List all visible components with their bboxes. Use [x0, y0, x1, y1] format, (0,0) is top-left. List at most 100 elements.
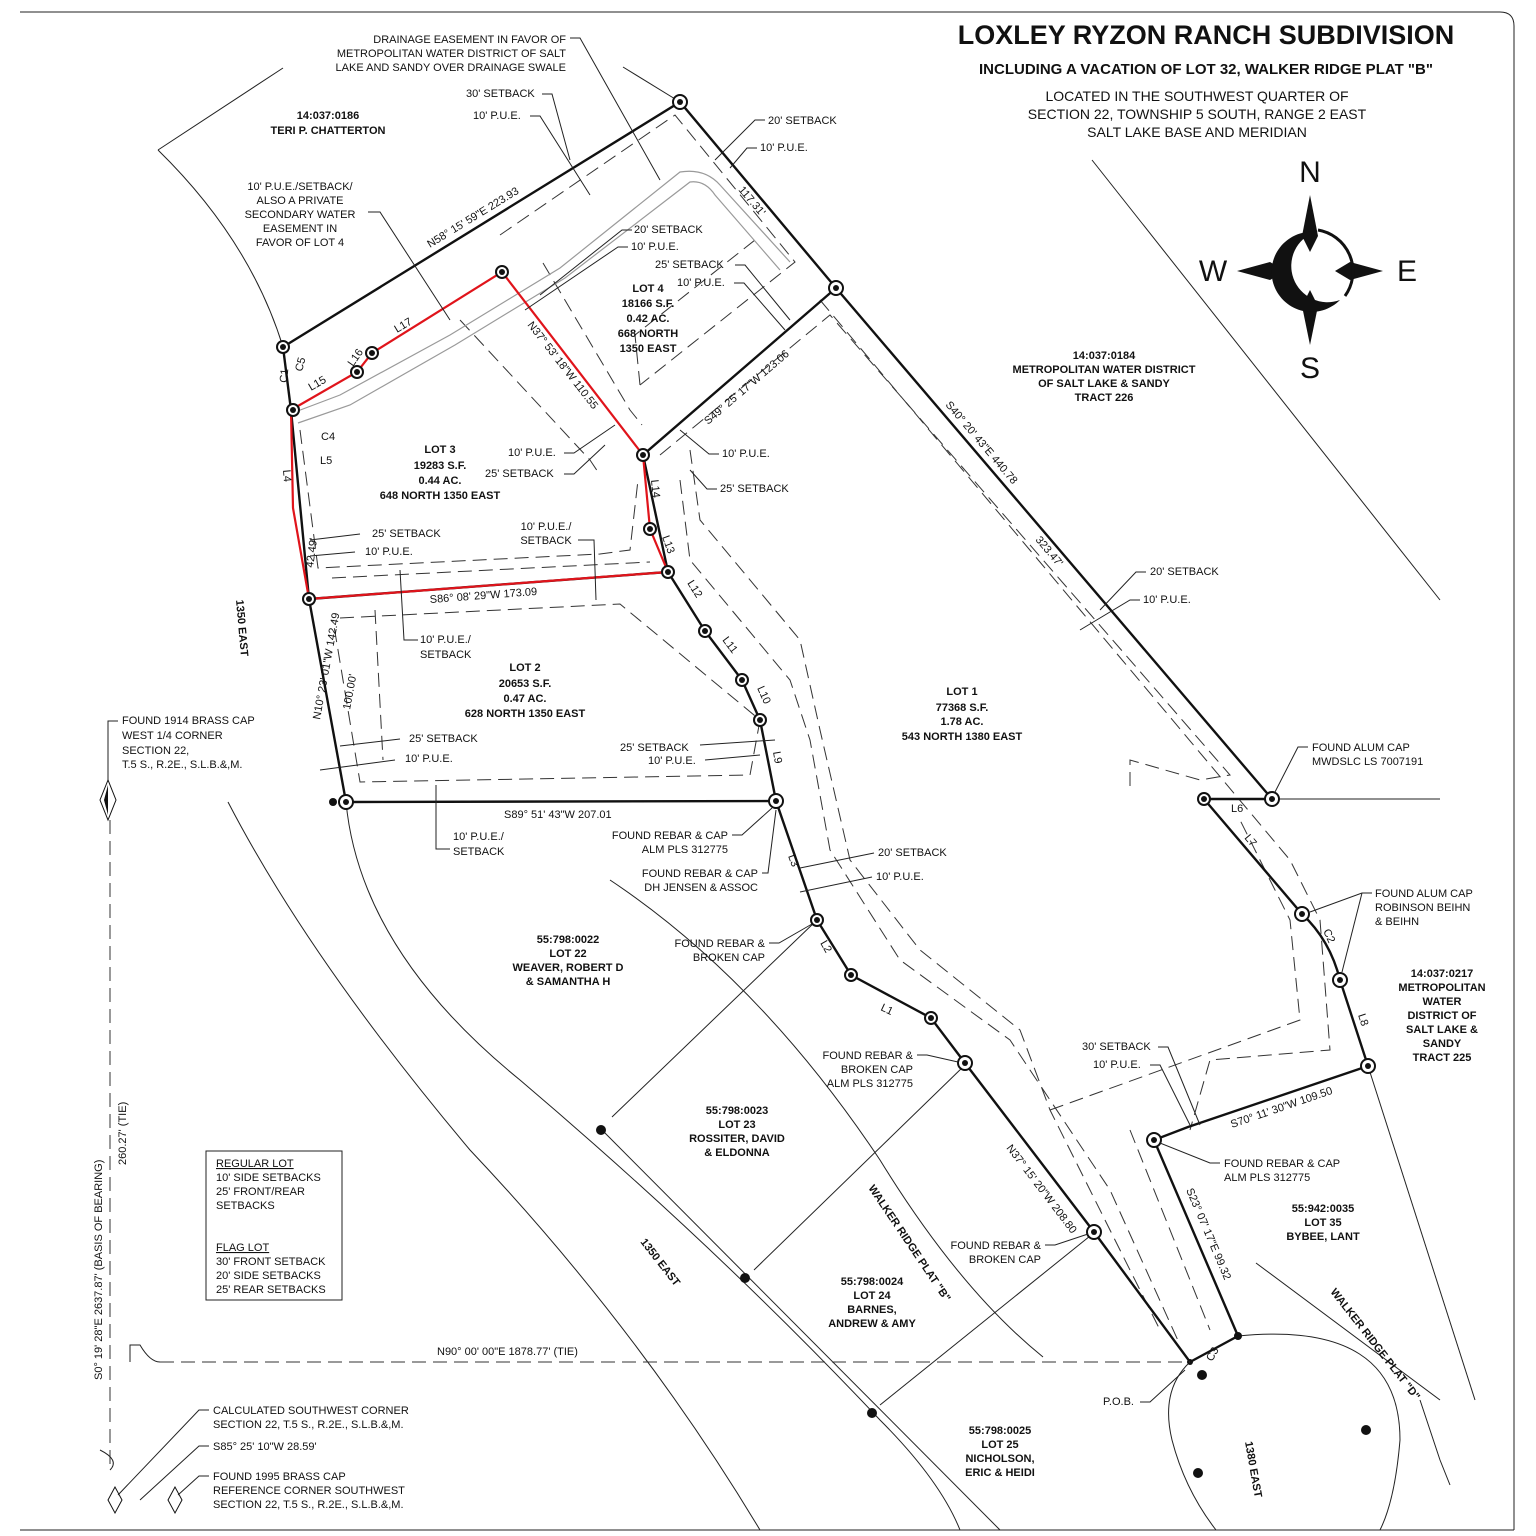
- svg-text:19283 S.F.: 19283 S.F.: [414, 460, 467, 472]
- svg-text:1350 EAST: 1350 EAST: [620, 343, 677, 355]
- owner-lot24: 55:798:0024 LOT 24 BARNES, ANDREW & AMY: [828, 1276, 916, 1330]
- svg-text:EASEMENT IN: EASEMENT IN: [263, 223, 337, 235]
- owner-lot23: 55:798:0023 LOT 23 ROSSITER, DAVID & ELD…: [689, 1105, 785, 1159]
- svg-text:FOUND REBAR & CAP: FOUND REBAR & CAP: [612, 830, 728, 842]
- svg-text:WEST 1/4 CORNER: WEST 1/4 CORNER: [122, 730, 223, 742]
- setback-lines: [299, 114, 1331, 1346]
- pue-10-east: 10' P.U.E.: [1143, 594, 1191, 606]
- svg-text:LOT 3: LOT 3: [424, 444, 455, 456]
- tie-lines: [99, 770, 1190, 1515]
- svg-text:L2: L2: [817, 939, 834, 956]
- svg-text:10' P.U.E./: 10' P.U.E./: [420, 634, 472, 646]
- svg-text:TRACT 226: TRACT 226: [1075, 392, 1134, 404]
- svg-text:FAVOR OF LOT 4: FAVOR OF LOT 4: [256, 237, 344, 249]
- note-calc-sw-corner: CALCULATED SOUTHWEST CORNER SECTION 22, …: [117, 1405, 409, 1496]
- bearing-east: S40° 20' 43"E 440.78: [943, 399, 1020, 487]
- svg-text:DISTRICT OF: DISTRICT OF: [1407, 1010, 1476, 1022]
- svg-text:543 NORTH 1380 EAST: 543 NORTH 1380 EAST: [902, 731, 1023, 743]
- svg-text:14:037:0186: 14:037:0186: [297, 110, 359, 122]
- lot2-label: LOT 2 20653 S.F. 0.47 AC. 628 NORTH 1350…: [465, 662, 586, 720]
- plat-title: LOXLEY RYZON RANCH SUBDIVISION: [958, 20, 1455, 50]
- pue-10-top: 10' P.U.E.: [473, 110, 521, 122]
- compass-w: W: [1199, 255, 1228, 288]
- svg-text:0.42 AC.: 0.42 AC.: [626, 313, 669, 325]
- svg-text:SETBACK: SETBACK: [453, 846, 505, 858]
- svg-text:L3: L3: [785, 853, 800, 869]
- bearing-flag-west: N37° 15' 20"W 208.80: [1004, 1143, 1079, 1236]
- svg-text:FOUND ALUM CAP: FOUND ALUM CAP: [1312, 742, 1410, 754]
- svg-text:0.47 AC.: 0.47 AC.: [503, 693, 546, 705]
- bearing-tie-v: 260.27' (TIE): [117, 1102, 129, 1165]
- pue-10-lot2-east: 10' P.U.E.: [648, 755, 696, 767]
- svg-text:55:798:0025: 55:798:0025: [969, 1425, 1031, 1437]
- pue-10-lot4-east: 10' P.U.E.: [677, 277, 725, 289]
- pue-10-ne: 10' P.U.E.: [760, 142, 808, 154]
- svg-text:SETBACK: SETBACK: [520, 535, 572, 547]
- svg-text:SETBACK: SETBACK: [420, 649, 472, 661]
- owner-lot35: 55:942:0035 LOT 35 BYBEE, LANT: [1286, 1203, 1360, 1243]
- pue-10-lot4: 10' P.U.E.: [631, 241, 679, 253]
- svg-text:SALT LAKE &: SALT LAKE &: [1406, 1024, 1478, 1036]
- note-rebar-alm-flag: FOUND REBAR & CAP ALM PLS 312775: [1159, 1142, 1340, 1184]
- svg-text:BROKEN CAP: BROKEN CAP: [693, 952, 765, 964]
- svg-text:& SAMANTHA H: & SAMANTHA H: [526, 976, 611, 988]
- setback-20-lot4: 20' SETBACK: [634, 224, 703, 236]
- svg-text:METROPOLITAN WATER DISTRICT: METROPOLITAN WATER DISTRICT: [1013, 364, 1196, 376]
- setback-25-lot3: 25' SETBACK: [485, 468, 554, 480]
- drainage-note: DRAINAGE EASEMENT IN FAVOR OF METROPOLIT…: [336, 34, 661, 181]
- svg-text:55:798:0024: 55:798:0024: [841, 1276, 904, 1288]
- lot4-label: LOT 4 18166 S.F. 0.42 AC. 668 NORTH 1350…: [618, 283, 679, 355]
- compass-e: E: [1397, 255, 1417, 288]
- lot3-highlight: [289, 270, 670, 601]
- svg-text:OF SALT LAKE & SANDY: OF SALT LAKE & SANDY: [1038, 378, 1170, 390]
- svg-text:648 NORTH 1350 EAST: 648 NORTH 1350 EAST: [380, 490, 501, 502]
- pue-10-flag: 10' P.U.E.: [1093, 1059, 1141, 1071]
- svg-text:MWDSLC LS 7007191: MWDSLC LS 7007191: [1312, 756, 1423, 768]
- svg-text:SECTION 22,: SECTION 22,: [122, 745, 189, 757]
- svg-text:FOUND 1995 BRASS CAP: FOUND 1995 BRASS CAP: [213, 1471, 346, 1483]
- bearing-lot4-east: S49° 25' 17"W 123.06: [702, 348, 792, 427]
- pue-setback-lot2-north: 10' P.U.E./ SETBACK: [399, 569, 472, 661]
- svg-text:FOUND REBAR &: FOUND REBAR &: [823, 1050, 914, 1062]
- svg-text:LOT 4: LOT 4: [632, 283, 664, 295]
- setback-25-lot4: 25' SETBACK: [655, 259, 724, 271]
- svg-text:BYBEE, LANT: BYBEE, LANT: [1286, 1231, 1360, 1243]
- svg-text:SANDY: SANDY: [1423, 1038, 1462, 1050]
- bearing-south-lot2: S89° 51' 43"W 207.01: [504, 809, 612, 821]
- svg-text:FOUND REBAR &: FOUND REBAR &: [951, 1240, 1042, 1252]
- svg-text:628 NORTH 1350 EAST: 628 NORTH 1350 EAST: [465, 708, 586, 720]
- pob-label: P.O.B.: [1103, 1396, 1134, 1408]
- pue-10-l3: 10' P.U.E.: [876, 871, 924, 883]
- svg-text:0.44 AC.: 0.44 AC.: [418, 475, 461, 487]
- pue-10-lot3-west: 10' P.U.E.: [365, 546, 413, 558]
- svg-text:C3: C3: [1204, 1345, 1221, 1363]
- note-rebar-alm: FOUND REBAR & CAP ALM PLS 312775: [612, 807, 773, 856]
- owner-mwd-226: 14:037:0184 METROPOLITAN WATER DISTRICT …: [1013, 350, 1196, 404]
- note-sw-bearing: S85° 25' 10"W 28.59': [213, 1441, 317, 1453]
- svg-text:BROKEN CAP: BROKEN CAP: [969, 1254, 1041, 1266]
- svg-text:ALM PLS 312775: ALM PLS 312775: [642, 844, 728, 856]
- street-1350-east-bottom: 1350 EAST: [638, 1236, 683, 1288]
- svg-text:LOT 35: LOT 35: [1304, 1217, 1341, 1229]
- svg-text:ANDREW & AMY: ANDREW & AMY: [828, 1318, 916, 1330]
- svg-text:NICHOLSON,: NICHOLSON,: [965, 1453, 1034, 1465]
- svg-text:1.78 AC.: 1.78 AC.: [940, 716, 983, 728]
- pue-10-lot2-west: 10' P.U.E.: [405, 753, 453, 765]
- setback-20-ne: 20' SETBACK: [768, 115, 837, 127]
- owner-mwd-225: 14:037:0217 METROPOLITAN WATER DISTRICT …: [1398, 968, 1485, 1064]
- svg-text:L9: L9: [770, 750, 784, 764]
- svg-text:C2: C2: [1320, 927, 1337, 945]
- svg-text:55:798:0023: 55:798:0023: [706, 1105, 768, 1117]
- svg-text:LOT 23: LOT 23: [718, 1119, 755, 1131]
- svg-text:ALSO A PRIVATE: ALSO A PRIVATE: [256, 195, 343, 207]
- svg-text:55:942:0035: 55:942:0035: [1292, 1203, 1354, 1215]
- svg-text:LOT 1: LOT 1: [946, 686, 977, 698]
- svg-text:LOT 24: LOT 24: [853, 1290, 891, 1302]
- lot3-label: LOT 3 19283 S.F. 0.44 AC. 648 NORTH 1350…: [380, 444, 501, 502]
- svg-text:CALCULATED SOUTHWEST CORNER: CALCULATED SOUTHWEST CORNER: [213, 1405, 409, 1417]
- location-line-2: SECTION 22, TOWNSHIP 5 SOUTH, RANGE 2 EA…: [1028, 106, 1367, 122]
- svg-text:ERIC & HEIDI: ERIC & HEIDI: [965, 1467, 1035, 1479]
- svg-text:ALM PLS 312775: ALM PLS 312775: [1224, 1172, 1310, 1184]
- svg-text:10' P.U.E./: 10' P.U.E./: [521, 521, 573, 533]
- svg-text:ROSSITER, DAVID: ROSSITER, DAVID: [689, 1133, 785, 1145]
